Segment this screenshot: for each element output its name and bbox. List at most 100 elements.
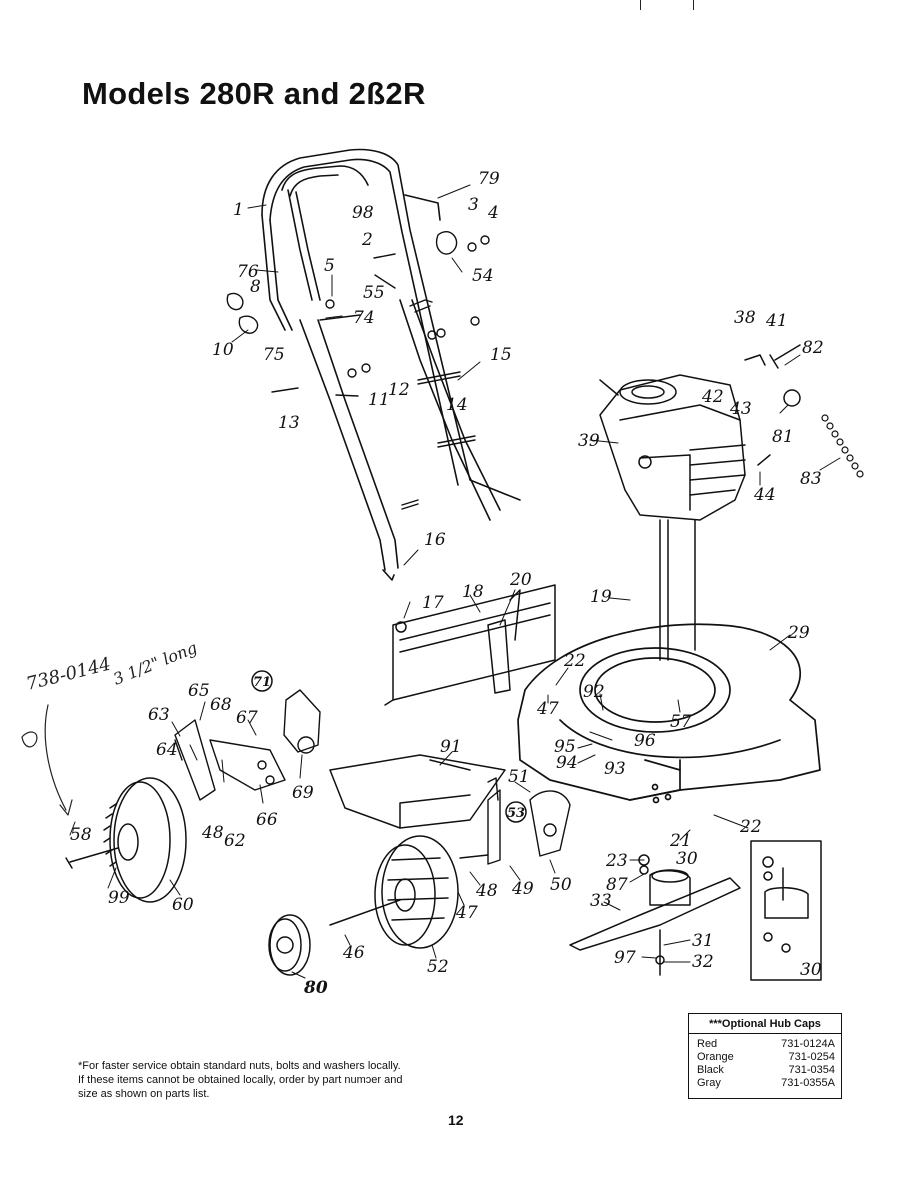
hub-cap-row: Orange 731-0254 <box>689 1051 841 1064</box>
callout-11: 11 <box>368 390 390 410</box>
engine-drawing <box>599 344 801 661</box>
callout-52: 52 <box>427 957 449 977</box>
callout-54: 54 <box>472 266 494 286</box>
callout-33: 33 <box>590 891 612 911</box>
callout-75: 75 <box>263 345 285 365</box>
callout-82: 82 <box>802 338 824 358</box>
callout-47-wheel: 47 <box>455 903 478 923</box>
callout-13: 13 <box>278 413 300 433</box>
hub-cap-row: Black 731-0354 <box>689 1064 841 1077</box>
grass-deflector-drawing <box>329 754 506 829</box>
callout-17: 17 <box>422 593 444 613</box>
callout-79: 79 <box>478 169 500 189</box>
hub-caps-title: ***Optional Hub Caps <box>689 1014 841 1034</box>
hub-cap-color: Gray <box>697 1077 721 1089</box>
hub-cap-part: 731-0355A <box>781 1077 835 1089</box>
callout-97: 97 <box>614 948 636 968</box>
callout-29: 29 <box>787 623 810 643</box>
callout-19: 19 <box>590 587 612 607</box>
callout-22-upper: 22 <box>563 651 586 671</box>
callout-99: 99 <box>108 888 130 908</box>
callout-20: 20 <box>509 570 532 590</box>
callout-65: 65 <box>188 681 210 701</box>
callout-23: 23 <box>605 851 628 871</box>
page-edge-mark-left <box>640 0 641 10</box>
callout-96: 96 <box>634 731 656 751</box>
callout-labels: 1 79 98 3 4 2 76 5 54 8 55 74 10 75 12 1… <box>70 169 824 998</box>
callout-39: 39 <box>578 431 600 451</box>
callout-55: 55 <box>363 283 385 303</box>
callout-47-deck: 47 <box>536 699 559 719</box>
callout-48-front: 48 <box>475 881 498 901</box>
callout-94: 94 <box>556 753 578 773</box>
callout-48-rear: 48 <box>201 823 224 843</box>
footnote-line-1: *For faster service obtain standard nuts… <box>78 1060 401 1072</box>
callout-71-circled: 71 <box>253 675 271 690</box>
handwritten-part-number: 738-0144 <box>24 654 113 695</box>
callout-98: 98 <box>352 203 374 223</box>
callout-64: 64 <box>156 740 178 760</box>
callout-3: 3 <box>468 195 479 215</box>
callout-93: 93 <box>604 759 626 779</box>
hub-cap-part: 731-0254 <box>788 1051 836 1063</box>
callout-30-inset: 30 <box>800 960 822 980</box>
callout-66: 66 <box>256 810 278 830</box>
callout-63: 63 <box>148 705 170 725</box>
callout-83: 83 <box>800 469 822 489</box>
callout-81: 81 <box>772 427 794 447</box>
leader-lines <box>69 184 841 979</box>
front-wheel-bracket-drawing <box>459 777 571 865</box>
callout-68: 68 <box>210 695 232 715</box>
blade-assembly-drawing <box>569 854 741 976</box>
callout-5: 5 <box>324 256 335 276</box>
callout-46: 46 <box>342 943 365 963</box>
callout-60: 60 <box>172 895 194 915</box>
callout-42: 42 <box>701 387 724 407</box>
callout-62: 62 <box>224 831 246 851</box>
callout-43: 43 <box>729 399 752 419</box>
blade-adapter-inset <box>750 840 822 981</box>
callout-21: 21 <box>669 831 692 851</box>
front-wheel-drawing <box>329 835 459 949</box>
handwritten-notes: 738-0144 3 1/2" long <box>24 638 200 695</box>
deck-drawing <box>517 623 821 804</box>
callout-53-circled: 53 <box>507 806 525 821</box>
hub-cap-part: 731-0354 <box>788 1064 836 1076</box>
callout-30: 30 <box>676 849 698 869</box>
page-number: 12 <box>448 1112 464 1128</box>
callout-92: 92 <box>583 682 605 702</box>
footnote: *For faster service obtain standard nuts… <box>78 1059 458 1101</box>
callout-76: 76 <box>237 262 259 282</box>
hub-cap-color: Orange <box>697 1051 734 1063</box>
callout-2: 2 <box>361 230 373 250</box>
callout-14: 14 <box>446 395 468 415</box>
hub-cap-drawing <box>268 914 311 976</box>
handle-hardware <box>226 231 490 510</box>
callout-18: 18 <box>462 582 484 602</box>
callout-32: 32 <box>692 952 714 972</box>
callout-10: 10 <box>212 340 234 360</box>
callout-15: 15 <box>490 345 512 365</box>
hub-cap-row: Red 731-0124A <box>689 1038 841 1051</box>
handwritten-arrow <box>21 704 73 816</box>
callout-67: 67 <box>236 708 258 728</box>
lower-handle-drawing <box>299 299 501 581</box>
hub-cap-color: Red <box>697 1038 718 1050</box>
chain-83 <box>821 414 864 478</box>
hub-cap-row: Gray 731-0355A <box>689 1077 841 1090</box>
callout-50: 50 <box>550 875 572 895</box>
callout-16: 16 <box>424 530 446 550</box>
callout-31: 31 <box>692 931 714 951</box>
callout-41: 41 <box>765 311 788 331</box>
optional-hub-caps-table: ***Optional Hub Caps Red 731-0124A Orang… <box>688 1013 842 1099</box>
callout-44: 44 <box>753 485 776 505</box>
rear-shield-drawing <box>384 584 556 706</box>
callout-12: 12 <box>388 380 410 400</box>
footnote-line-2: If these items cannot be obtained locall… <box>78 1074 403 1086</box>
handwritten-length-note: 3 1/2" long <box>110 638 199 689</box>
callout-57: 57 <box>670 712 692 732</box>
wheel-height-adjuster-drawing <box>174 689 321 801</box>
callout-49: 49 <box>511 879 534 899</box>
footnote-line-3: size as shown on parts list. <box>78 1088 210 1100</box>
